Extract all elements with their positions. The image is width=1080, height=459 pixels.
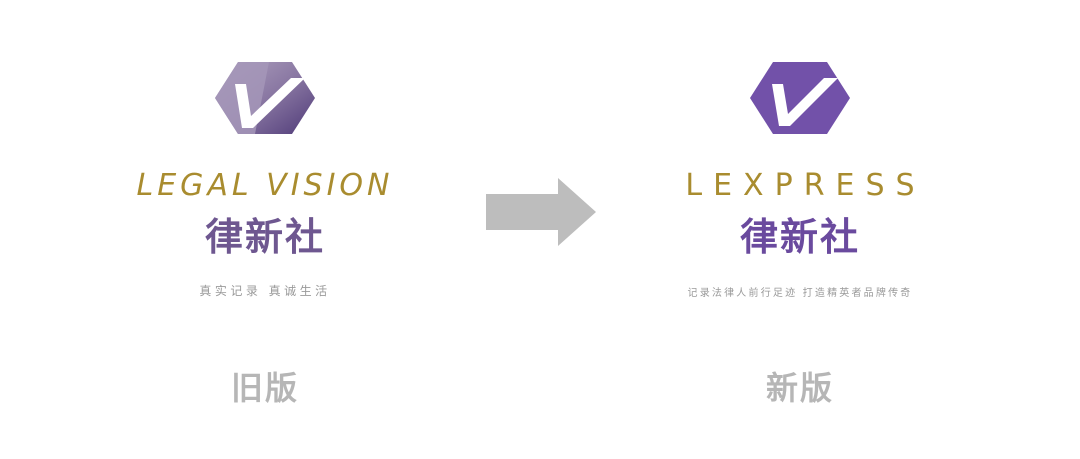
- slogan: 真实记录 真诚生活: [199, 284, 331, 298]
- hexagon-v-icon: [748, 60, 852, 136]
- old-version-label: 旧版: [230, 369, 299, 407]
- brand-name-english: LEXPRESS: [685, 168, 926, 203]
- brand-name-english: LEGAL VISION: [136, 168, 394, 203]
- arrow-right-icon: [486, 178, 596, 246]
- new-version-label: 新版: [765, 369, 834, 407]
- brand-name-chinese: 律新社: [739, 215, 860, 259]
- new-logo-panel: LEXPRESS 律新社 记录法律人前行足迹 打造精英者品牌传奇 新版: [600, 0, 1000, 459]
- hexagon-v-icon: [213, 60, 317, 136]
- old-logo-panel: LEGAL VISION 律新社 真实记录 真诚生活 旧版: [65, 0, 465, 459]
- slogan: 记录法律人前行足迹 打造精英者品牌传奇: [687, 288, 913, 299]
- brand-name-chinese: 律新社: [204, 215, 325, 259]
